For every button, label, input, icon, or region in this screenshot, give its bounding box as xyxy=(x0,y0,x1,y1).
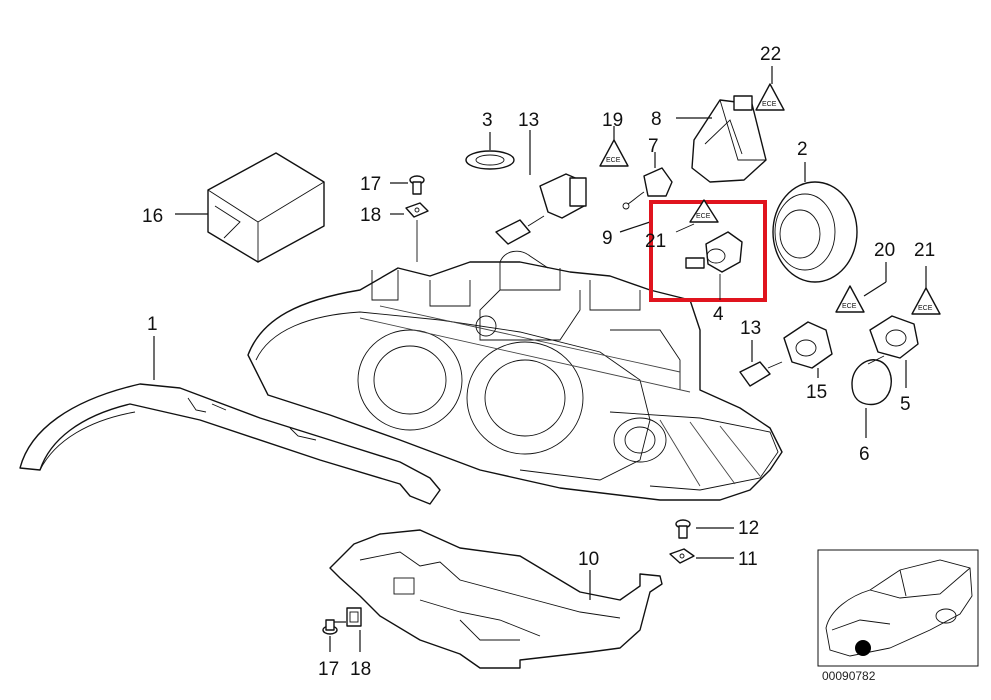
part-13-bulb-mid xyxy=(739,340,783,387)
part-9-pointer xyxy=(619,221,651,233)
label-16: 16 xyxy=(142,206,163,227)
highlight-box: ECE xyxy=(649,199,767,302)
part-17-bolt-top xyxy=(390,175,425,195)
part-labels: 1 2 3 4 5 6 7 8 9 10 11 12 13 13 15 16 1… xyxy=(142,44,935,680)
part-12-bolt xyxy=(675,519,734,539)
label-17-bottom: 17 xyxy=(318,659,339,680)
svg-text:ECE: ECE xyxy=(762,101,777,108)
label-15: 15 xyxy=(806,382,827,403)
headlight-housing xyxy=(247,250,783,501)
svg-text:ECE: ECE xyxy=(696,213,711,220)
label-6: 6 xyxy=(859,444,870,465)
label-7: 7 xyxy=(648,136,659,157)
svg-text:ECE: ECE xyxy=(842,303,857,310)
part-18-clip-top xyxy=(390,202,429,262)
part-11-nut xyxy=(669,548,734,564)
part-21-warning-triangle-right: ECE xyxy=(911,266,941,315)
part-20-warning-triangle: ECE xyxy=(835,262,887,313)
part-6-bulb xyxy=(851,355,892,438)
reference-number: 00090782 xyxy=(822,669,876,683)
label-2: 2 xyxy=(797,139,808,160)
label-12: 12 xyxy=(738,518,759,539)
label-21-right: 21 xyxy=(914,240,935,261)
label-18-top: 18 xyxy=(360,205,381,226)
label-19: 19 xyxy=(602,110,623,131)
label-20: 20 xyxy=(874,240,895,261)
part-22-warning-triangle: ECE xyxy=(755,66,785,111)
label-21-box: 21 xyxy=(645,231,666,252)
label-5: 5 xyxy=(900,394,911,415)
part-19-warning-triangle: ECE xyxy=(599,126,629,167)
part-5-socket xyxy=(869,315,919,388)
svg-text:ECE: ECE xyxy=(918,305,933,312)
label-17-top: 17 xyxy=(360,174,381,195)
label-13-top: 13 xyxy=(518,110,539,131)
label-10: 10 xyxy=(578,549,599,570)
part-3-ring xyxy=(465,132,515,170)
part-2-cap xyxy=(772,162,858,283)
label-1: 1 xyxy=(147,314,158,335)
label-18-bottom: 18 xyxy=(350,659,371,680)
label-11: 11 xyxy=(738,549,758,570)
label-9: 9 xyxy=(602,228,613,249)
label-4: 4 xyxy=(713,304,724,325)
part-18-clip-bottom xyxy=(346,607,362,652)
label-8: 8 xyxy=(651,109,662,130)
label-22: 22 xyxy=(760,44,781,65)
label-13-mid: 13 xyxy=(740,318,761,339)
part-7-cable xyxy=(622,152,673,210)
part-13-bulb-top xyxy=(495,130,587,245)
part-10-lower-bracket xyxy=(329,529,663,669)
part-1-trim-strip xyxy=(19,336,441,505)
part-17-bolt-bottom xyxy=(322,619,346,652)
car-location-inset: 00090782 xyxy=(817,549,979,683)
part-8-ballast xyxy=(676,95,767,183)
part-15-socket xyxy=(783,321,833,378)
label-3: 3 xyxy=(482,110,493,131)
svg-text:ECE: ECE xyxy=(606,157,621,164)
part-16-box xyxy=(175,152,325,263)
